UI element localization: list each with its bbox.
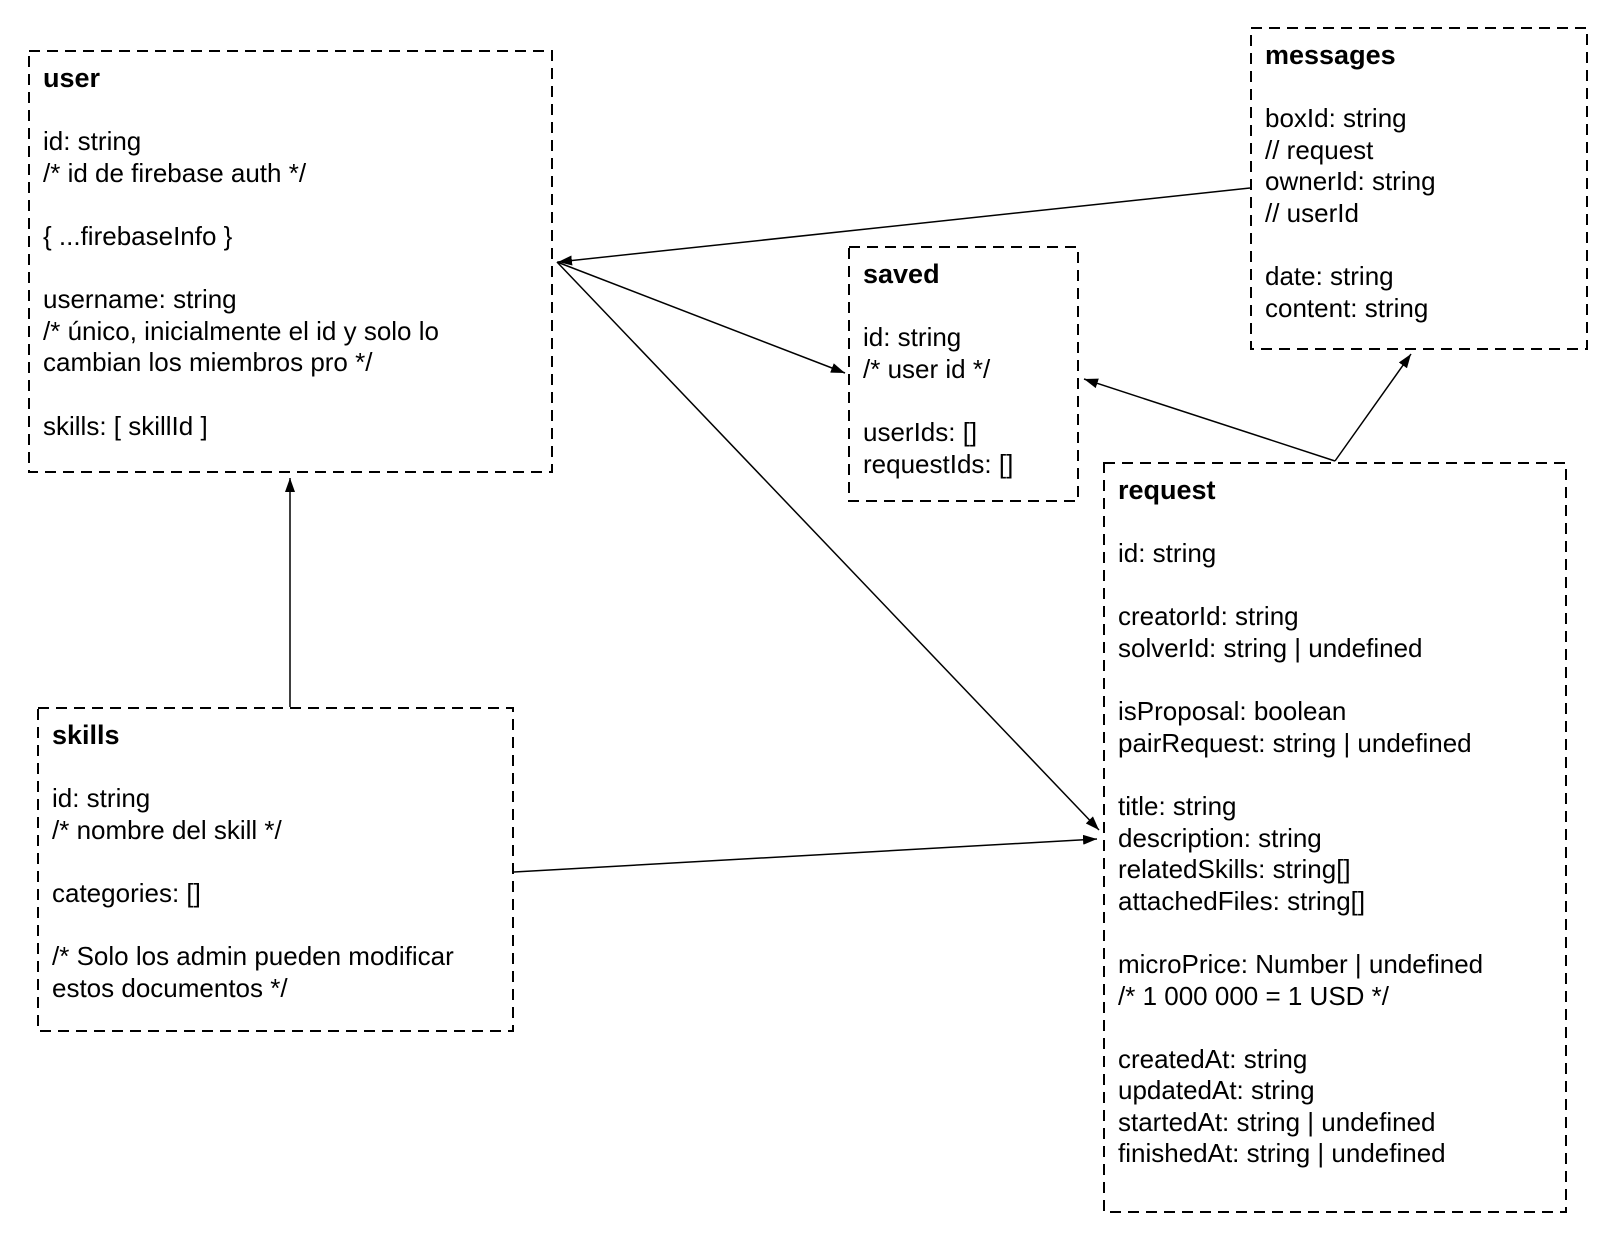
field-line: updatedAt: string: [1118, 1075, 1315, 1106]
field-line: microPrice: Number | undefined: [1118, 948, 1484, 979]
field-line: creatorId: string: [1118, 601, 1299, 632]
field-line: startedAt: string | undefined: [1118, 1106, 1436, 1137]
field-line: [1265, 230, 1582, 262]
field-line: title: string: [1118, 790, 1237, 821]
entity-title-request: request: [1118, 475, 1216, 505]
entity-title-skills: skills: [52, 720, 120, 750]
field-line: [52, 846, 508, 878]
arrow-messages-to-user: [557, 187, 1251, 266]
field-line: /* 1 000 000 = 1 USD */: [1118, 980, 1390, 1011]
field-line: id: string: [43, 126, 142, 157]
skills-border: [37, 707, 514, 1032]
user-border: [28, 50, 553, 473]
field-line: // request: [1265, 134, 1374, 165]
entity-fields-user: id: string/* id de firebase auth */ { ...…: [43, 126, 547, 442]
field-line: description: string: [1118, 822, 1322, 853]
field-line: cambian los miembros pro */: [43, 347, 373, 378]
field-line: /* único, inicialmente el id y solo lo: [43, 315, 439, 346]
field-line: [43, 189, 547, 221]
field-line: relatedSkills: string[]: [1118, 854, 1351, 885]
field-line: /* id de firebase auth */: [43, 157, 307, 188]
field-line: content: string: [1265, 292, 1429, 323]
arrow-skills-to-request: [513, 834, 1098, 873]
field-line: [43, 379, 547, 411]
field-line: isProposal: boolean: [1118, 696, 1347, 727]
field-line: [1118, 665, 1561, 697]
entity-fields-saved: id: string/* user id */ userIds: []reques…: [863, 322, 1073, 480]
field-line: userIds: []: [863, 416, 978, 447]
field-line: pairRequest: string | undefined: [1118, 727, 1472, 758]
entity-title-saved: saved: [863, 259, 940, 289]
arrow-request-to-messages: [1334, 353, 1412, 462]
entity-skills[interactable]: skills id: string/* nombre del skill */ c…: [37, 707, 514, 1032]
field-line: [1118, 570, 1561, 602]
field-line: /* Solo los admin pueden modificar: [52, 941, 454, 972]
arrow-user-to-saved: [556, 261, 846, 374]
field-line: finishedAt: string | undefined: [1118, 1138, 1446, 1169]
field-line: /* user id */: [863, 353, 991, 384]
arrow-request-to-saved: [1083, 378, 1336, 462]
field-line: attachedFiles: string[]: [1118, 885, 1366, 916]
field-line: createdAt: string: [1118, 1043, 1308, 1074]
field-line: [43, 253, 547, 285]
messages-border: [1250, 27, 1588, 350]
field-line: [863, 385, 1073, 417]
entity-title-user: user: [43, 63, 101, 93]
field-line: date: string: [1265, 261, 1394, 292]
field-line: id: string: [1118, 538, 1217, 569]
field-line: username: string: [43, 284, 237, 315]
field-line: estos documentos */: [52, 972, 288, 1003]
field-line: boxId: string: [1265, 103, 1407, 134]
field-line: [1118, 917, 1561, 949]
entity-user[interactable]: user id: string/* id de firebase auth */…: [28, 50, 553, 473]
saved-border: [848, 246, 1079, 502]
field-line: [1118, 759, 1561, 791]
field-line: solverId: string | undefined: [1118, 632, 1423, 663]
field-line: ownerId: string: [1265, 166, 1436, 197]
field-line: requestIds: []: [863, 448, 1014, 479]
entity-saved[interactable]: saved id: string/* user id */ userIds: []…: [848, 246, 1079, 502]
field-line: [52, 910, 508, 942]
request-border: [1103, 462, 1567, 1213]
field-line: { ...firebaseInfo }: [43, 220, 233, 251]
field-line: /* nombre del skill */: [52, 814, 282, 845]
entity-fields-skills: id: string/* nombre del skill */ categori…: [52, 783, 508, 1004]
entity-title-messages: messages: [1265, 40, 1396, 70]
field-line: id: string: [52, 783, 151, 814]
field-line: skills: [ skillId ]: [43, 410, 208, 441]
arrow-user-to-request: [556, 261, 1100, 831]
field-line: categories: []: [52, 877, 201, 908]
field-line: id: string: [863, 322, 962, 353]
field-line: // userId: [1265, 197, 1359, 228]
field-line: [1118, 1012, 1561, 1044]
